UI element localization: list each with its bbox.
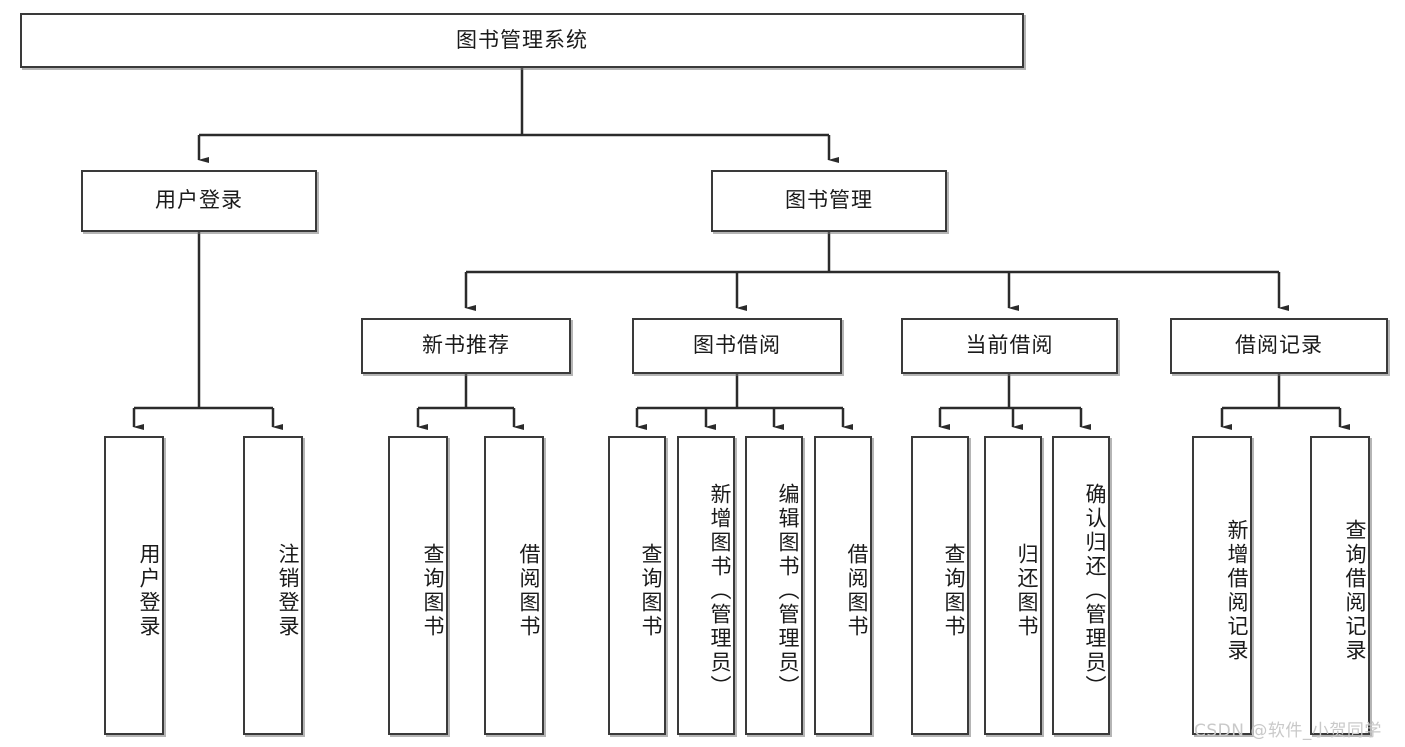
leaf-confirm-return-admin-label: 确认归还（管理员） (1083, 482, 1107, 699)
leaf-query-borrow-record-label: 查询借阅记录 (1343, 518, 1367, 663)
leaf-query-book-a[interactable]: 查询图书 (388, 436, 448, 735)
node-root[interactable]: 图书管理系统 (20, 13, 1024, 68)
leaf-borrow-book-b-label: 借阅图书 (845, 542, 869, 639)
leaf-borrow-book-a-label: 借阅图书 (517, 542, 541, 639)
leaf-user-login[interactable]: 用户登录 (104, 436, 164, 735)
leaf-add-book-admin-label: 新增图书（管理员） (708, 482, 732, 699)
leaf-query-book-a-label: 查询图书 (421, 542, 445, 639)
node-book-borrow-label: 图书借阅 (693, 333, 781, 358)
leaf-edit-book-admin[interactable]: 编辑图书（管理员） (745, 436, 803, 735)
leaf-add-borrow-record-label: 新增借阅记录 (1225, 518, 1249, 663)
node-current-borrow[interactable]: 当前借阅 (901, 318, 1118, 374)
leaf-return-book[interactable]: 归还图书 (984, 436, 1042, 735)
leaf-borrow-book-b[interactable]: 借阅图书 (814, 436, 872, 735)
node-current-borrow-label: 当前借阅 (965, 333, 1054, 358)
node-book-management-label: 图书管理 (785, 188, 873, 213)
leaf-borrow-book-a[interactable]: 借阅图书 (484, 436, 544, 735)
node-user-login-label: 用户登录 (155, 188, 243, 213)
node-book-borrow[interactable]: 图书借阅 (632, 318, 842, 374)
node-root-label: 图书管理系统 (456, 27, 588, 52)
leaf-query-book-b[interactable]: 查询图书 (608, 436, 666, 735)
node-user-login[interactable]: 用户登录 (81, 170, 317, 232)
leaf-query-book-c-label: 查询图书 (942, 542, 966, 639)
leaf-query-borrow-record[interactable]: 查询借阅记录 (1310, 436, 1370, 735)
leaf-edit-book-admin-label: 编辑图书（管理员） (776, 482, 800, 699)
node-borrow-records-label: 借阅记录 (1235, 333, 1323, 358)
leaf-user-logout[interactable]: 注销登录 (243, 436, 303, 735)
leaf-user-login-label: 用户登录 (137, 542, 161, 639)
leaf-return-book-label: 归还图书 (1015, 542, 1039, 639)
node-borrow-records[interactable]: 借阅记录 (1170, 318, 1388, 374)
leaf-query-book-c[interactable]: 查询图书 (911, 436, 969, 735)
leaf-add-borrow-record[interactable]: 新增借阅记录 (1192, 436, 1252, 735)
leaf-confirm-return-admin[interactable]: 确认归还（管理员） (1052, 436, 1110, 735)
watermark: CSDN @软件_小贺同学 (1194, 721, 1382, 741)
leaf-add-book-admin[interactable]: 新增图书（管理员） (677, 436, 735, 735)
node-book-management[interactable]: 图书管理 (711, 170, 947, 232)
node-new-book-recommend[interactable]: 新书推荐 (361, 318, 571, 374)
leaf-query-book-b-label: 查询图书 (639, 542, 663, 639)
leaf-user-logout-label: 注销登录 (276, 542, 300, 639)
node-new-book-recommend-label: 新书推荐 (422, 333, 510, 358)
